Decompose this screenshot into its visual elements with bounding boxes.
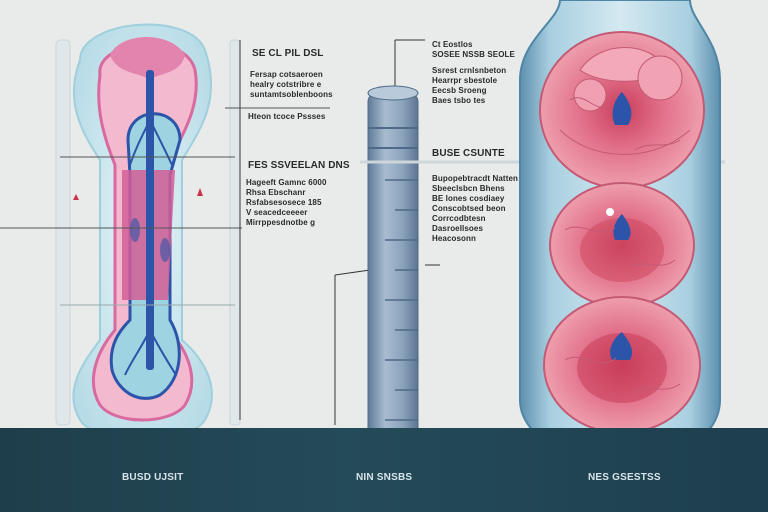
bone-heading: SE CL PIL DSL: [252, 48, 324, 59]
caption-left: BUSD UJSIT: [122, 472, 184, 483]
tissue-section-bottom: [543, 296, 701, 434]
tube-leader-bottom-arm: [334, 269, 371, 276]
tissue-core-bottom: [610, 332, 633, 360]
tissue-section-middle: [549, 182, 695, 308]
tissue-section-top: [539, 31, 705, 189]
caption-middle: NIN SNSBS: [356, 472, 413, 483]
bone-top-cap: [110, 36, 185, 80]
tube-heading: Ct Eostlos SOSEE NSSB SEOLE: [432, 40, 515, 59]
floor-band: [0, 428, 768, 512]
bone-note: Hteon tcoce Pssses: [248, 112, 326, 121]
bone-central-vessel: [146, 70, 154, 370]
middle-heading: FES SSVEELAN DNS: [248, 160, 350, 171]
tube-description: Ssrest crnlsnbeton Hearrpr sbestole Eecs…: [432, 66, 507, 105]
bone-description: Fersap cotsaeroen healry cotstribre e su…: [250, 70, 333, 99]
right-description: Bupopebtracdt Natten Sbeeclsbcn Bhens BE…: [432, 174, 518, 243]
bone-branch-vessels: [124, 119, 177, 376]
red-marker-left: [73, 194, 79, 200]
tissue-core-top: [612, 92, 632, 125]
red-marker-mid: [197, 188, 203, 196]
right-support-rod: [229, 39, 241, 426]
measuring-tube: [334, 39, 425, 458]
right-heading: BUSE CSUNTE: [432, 148, 505, 159]
bone-illustration: [55, 23, 241, 440]
caption-right: NES GSESTSS: [588, 472, 661, 483]
left-annotation-lines: [0, 40, 330, 420]
middle-description: Hageeft Gamnc 6000 Rhsa Ebschanr Rsfabse…: [246, 178, 327, 227]
tube-body: [367, 91, 419, 458]
tube-cap: [367, 85, 419, 101]
tissue-panel: [519, 0, 721, 472]
tube-scale-ticks: [385, 179, 418, 421]
left-support-rod: [55, 39, 71, 426]
bone-inner-vessel-left: [130, 218, 140, 242]
bone-inner-vessel-right: [160, 238, 170, 262]
tissue-core-middle: [613, 214, 631, 240]
